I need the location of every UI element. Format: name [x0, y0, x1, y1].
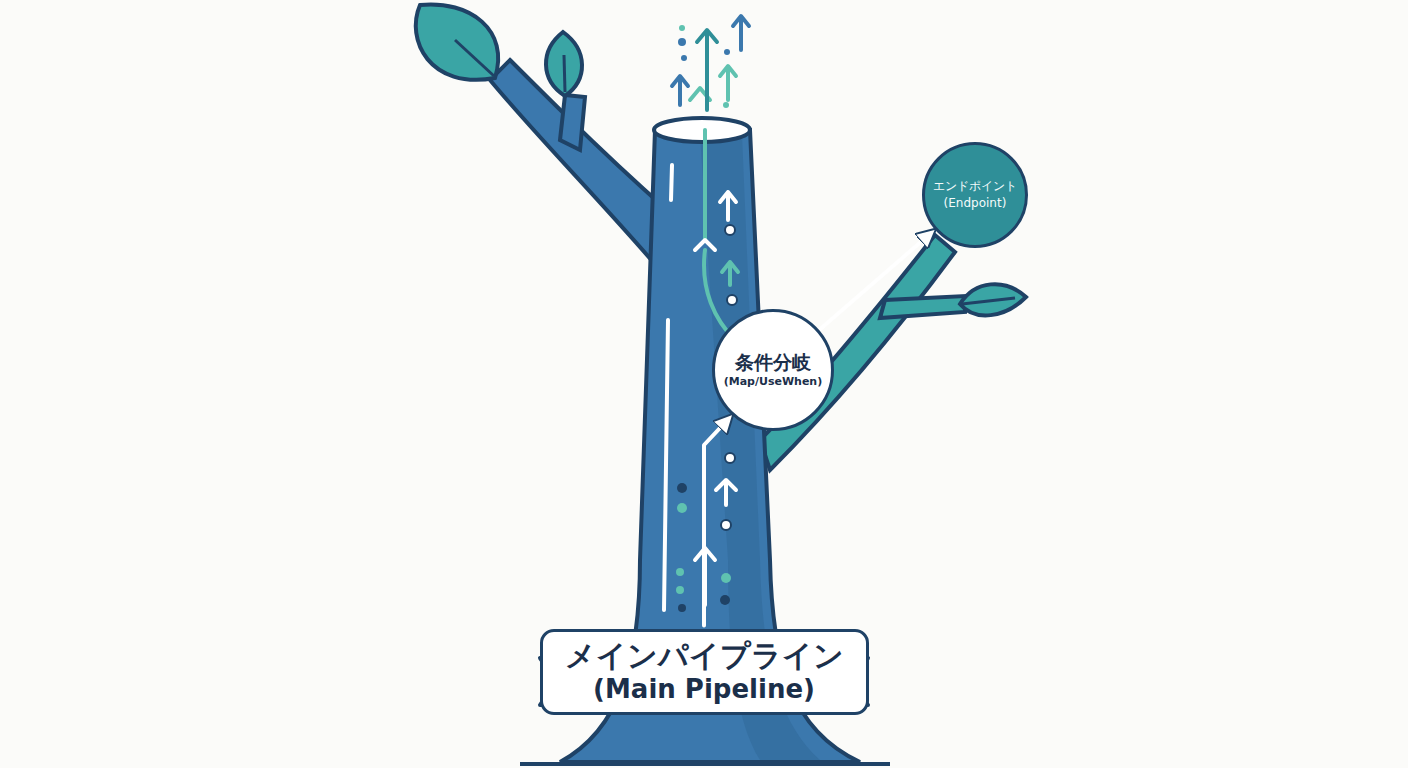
leaf — [546, 32, 582, 96]
particle — [723, 102, 729, 108]
flow-dot — [727, 295, 737, 305]
rising-arrow — [672, 76, 688, 105]
flow-dot — [725, 453, 735, 463]
rising-arrow — [697, 30, 717, 110]
branch-circle: 条件分岐(Map/UseWhen) — [712, 309, 834, 431]
flow-arrow — [720, 192, 736, 220]
flow-connector — [704, 417, 731, 626]
node-subtitle: (Main Pipeline) — [593, 674, 815, 705]
node-title: 条件分岐 — [735, 350, 811, 375]
flow-dot — [678, 604, 686, 612]
particle — [724, 49, 730, 55]
node-title: メインパイプライン — [565, 638, 844, 674]
node-subtitle: (Map/UseWhen) — [724, 375, 823, 389]
flow-dot — [676, 568, 684, 576]
rising-arrow — [720, 66, 736, 100]
flow-dot — [721, 573, 731, 583]
flow-arrow — [722, 262, 738, 285]
trunk — [560, 130, 860, 762]
right-twig — [880, 296, 965, 318]
particle — [681, 55, 687, 61]
flow-dot — [725, 225, 735, 235]
node-title: エンドポイント — [933, 178, 1017, 195]
pipeline-banner: メインパイプライン(Main Pipeline) — [540, 629, 869, 714]
leaf-vein — [962, 298, 1015, 304]
leaf-vein — [564, 55, 565, 92]
node-subtitle: (Endpoint) — [944, 195, 1007, 212]
highlight — [671, 165, 672, 200]
flow-dot — [677, 503, 687, 513]
particle — [679, 25, 685, 31]
flow-connector — [821, 231, 934, 329]
leaf — [960, 284, 1026, 315]
flow-arrow — [716, 480, 736, 505]
endpoint-circle: エンドポイント(Endpoint) — [922, 142, 1028, 248]
leaf-vein — [455, 40, 494, 76]
trunk-top — [654, 118, 750, 142]
left-twig — [560, 95, 585, 150]
particle — [678, 38, 686, 46]
flow-arrow — [703, 130, 707, 240]
rising-arrow — [733, 16, 749, 50]
flow-dot — [721, 520, 731, 530]
leaf — [416, 4, 498, 79]
flow-dot — [720, 595, 730, 605]
flow-dot — [676, 586, 684, 594]
flow-dot — [677, 483, 687, 493]
highlight — [664, 320, 668, 610]
flow-arrow — [695, 548, 715, 605]
